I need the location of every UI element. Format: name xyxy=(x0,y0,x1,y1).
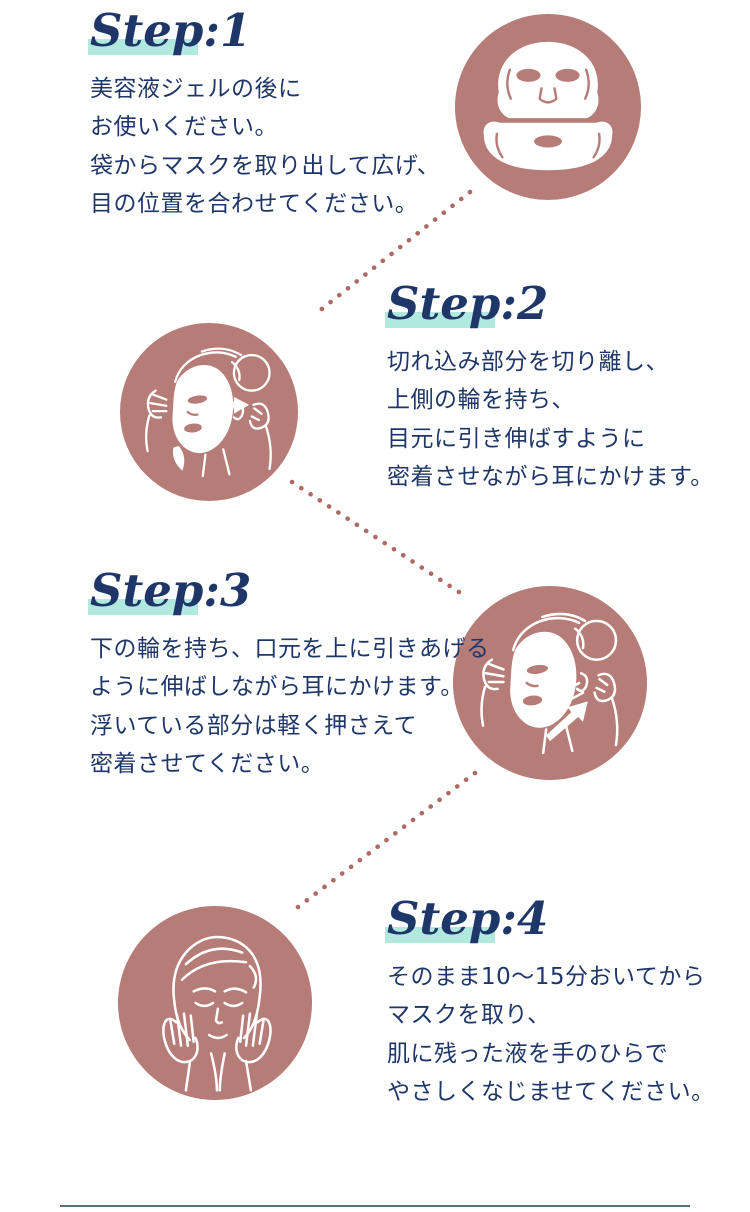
step-2-description: 切れ込み部分を切り離し、 上側の輪を持ち、 目元に引き伸ばすように 密着させなが… xyxy=(387,343,727,497)
step-2-title-text: Step:2 xyxy=(387,277,549,330)
step-3-title: Step:3 xyxy=(88,564,252,617)
step-3-section: Step:3 下の輪を持ち、口元を上に引きあげる ように伸ばしながら耳にかけます… xyxy=(88,564,490,784)
step-1-line: 美容液ジェルの後に xyxy=(90,75,302,102)
step-1-title-text: Step:1 xyxy=(90,4,252,57)
step-2-title: Step:2 xyxy=(385,277,549,330)
step-4-description: そのまま10〜15分おいてから マスクを取り、 肌に残った液を手のひらで やさし… xyxy=(387,958,727,1112)
step-1-section: Step:1 美容液ジェルの後に お使いください。 袋からマスクを取り出して広げ… xyxy=(88,4,440,224)
step-2-line: 上側の輪を持ち、 xyxy=(387,387,575,413)
dotted-connector-2 xyxy=(289,479,471,601)
step-4-title-text: Step:4 xyxy=(387,892,549,945)
step-1-title: Step:1 xyxy=(88,4,252,57)
step-4-illustration xyxy=(118,906,312,1100)
step-2-illustration xyxy=(120,323,298,501)
step-4-line: マスクを取り、 xyxy=(387,1002,551,1028)
step-4-title-highlight xyxy=(385,926,495,943)
step-1-line: お使いください。 xyxy=(90,114,278,140)
dotted-connector-3 xyxy=(295,770,478,910)
dotted-connector-1 xyxy=(315,189,473,315)
step-3-title-text: Step:3 xyxy=(90,564,252,617)
face-relax-icon xyxy=(118,906,312,1100)
step-3-line: 密着させてください。 xyxy=(90,751,325,777)
step-3-illustration xyxy=(453,586,647,780)
step-3-description: 下の輪を持ち、口元を上に引きあげる ように伸ばしながら耳にかけます。 浮いている… xyxy=(90,630,490,784)
sheet-mask-icon xyxy=(455,14,641,200)
step-1-line: 袋からマスクを取り出して広げ、 xyxy=(90,152,441,179)
step-2-title-highlight xyxy=(385,311,495,328)
step-3-title-highlight xyxy=(88,598,198,615)
step-4-section: Step:4 そのまま10〜15分おいてから マスクを取り、 肌に残った液を手の… xyxy=(385,892,727,1112)
step-4-line: やさしくなじませてください。 xyxy=(387,1079,715,1105)
step-4-line: そのまま10〜15分おいてから xyxy=(387,963,706,990)
step-4-title: Step:4 xyxy=(385,892,549,945)
step-1-description: 美容液ジェルの後に お使いください。 袋からマスクを取り出して広げ、 目の位置を… xyxy=(90,70,440,224)
step-2-section: Step:2 切れ込み部分を切り離し、 上側の輪を持ち、 目元に引き伸ばすように… xyxy=(385,277,727,497)
mask-apply-upper-icon xyxy=(120,323,298,501)
bottom-divider xyxy=(60,1205,690,1207)
mask-apply-lower-icon xyxy=(453,586,647,780)
step-1-illustration xyxy=(455,14,641,200)
step-4-line: 肌に残った液を手のひらで xyxy=(387,1040,669,1067)
step-2-line: 目元に引き伸ばすように xyxy=(387,425,646,452)
step-3-line: ように伸ばしながら耳にかけます。 xyxy=(90,674,464,700)
step-1-line: 目の位置を合わせてください。 xyxy=(90,191,419,217)
step-1-title-highlight xyxy=(88,38,198,55)
step-2-line: 密着させながら耳にかけます。 xyxy=(387,464,714,490)
step-3-line: 下の輪を持ち、口元を上に引きあげる xyxy=(90,635,490,662)
step-2-line: 切れ込み部分を切り離し、 xyxy=(387,348,669,375)
step-3-line: 浮いている部分は軽く押さえて xyxy=(90,712,418,739)
